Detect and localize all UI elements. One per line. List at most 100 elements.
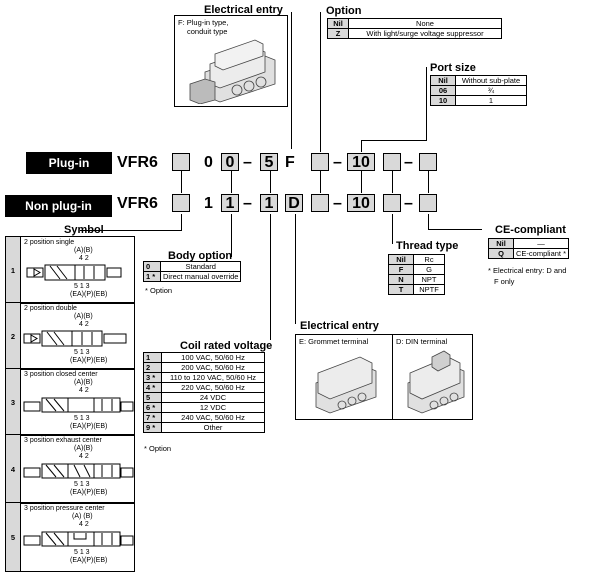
divider [392,335,393,419]
port-size-code: 10 [430,95,456,106]
symbol-top-ports: (A)(B) [74,445,93,452]
symbol-top-nums: 4 2 [79,521,89,528]
port-size-desc: 1 [455,95,527,106]
body-option-row: 1 *Direct manual override [143,271,242,282]
dash: – [243,195,252,212]
plug-in-coil-voltage-box[interactable]: 5 [260,153,278,171]
connector-line [361,140,427,141]
connector-line [428,171,429,193]
electrical-entry-f-caption-2: conduit type [187,27,228,36]
body-option-note: * Option [145,286,173,295]
thread-code: Nil [388,254,414,265]
valve-symbol-3pos-pressure [23,531,134,547]
non-plug-in-thread-type-box[interactable] [383,194,401,212]
option-code: Z [327,28,349,39]
coil-desc: 24 VDC [161,392,265,403]
option-code: Nil [327,18,349,29]
coil-desc: 100 VAC, 50/60 Hz [161,352,265,363]
coil-voltage-note: * Option [144,444,172,453]
thread-desc: Rc [413,254,445,265]
symbol-item: 2 2 position double (A)(B) 4 2 5 1 3 (EA… [5,302,135,370]
plug-in-label: Plug-in [26,152,112,174]
symbol-number: 2 [6,303,21,369]
plug-in-option-box[interactable] [311,153,329,171]
non-plug-in-body-option-box[interactable]: 1 [221,194,239,212]
coil-desc: 220 VAC, 50/60 Hz [161,382,265,393]
symbol-top-ports: (A) (B) [72,513,93,520]
plug-in-port-size-box[interactable]: 10 [347,153,375,171]
ce-code: Nil [488,238,514,249]
dash: – [404,154,413,171]
coil-voltage-row: 7 *240 VAC, 50/60 Hz [143,412,265,423]
plug-in-thread-type-box[interactable] [383,153,401,171]
coil-desc: 110 to 120 VAC, 50/60 Hz [161,372,265,383]
thread-type-title: Thread type [396,240,459,252]
non-plug-in-electrical-entry-box[interactable]: D [285,194,303,212]
non-plug-in-port-size-box[interactable]: 10 [347,194,375,212]
ce-row: Nil— [488,238,570,249]
valve-symbol-3pos-closed [23,397,134,413]
non-plug-in-symbol-box[interactable] [172,194,190,212]
connector-line [181,214,182,231]
coil-code: 5 [143,392,162,403]
symbol-title-text: 3 position closed center [24,371,98,378]
body-option-desc: Direct manual override [159,271,242,282]
thread-code: N [388,274,414,285]
plug-in-electrical-entry: F [285,154,295,171]
symbol-bottom-ports: (EA)(P)(EB) [70,489,108,496]
valve-symbol-3pos-exhaust [23,463,134,479]
symbol-top-nums: 4 2 [79,321,89,328]
option-desc: None [348,18,502,29]
plug-in-symbol-box[interactable] [172,153,190,171]
symbol-top-nums: 4 2 [79,255,89,262]
symbol-title-text: 2 position single [24,239,75,246]
ce-note: * Electrical entry: D and [488,266,567,275]
coil-desc: 12 VDC [161,402,265,413]
connector-line [80,230,182,231]
symbol-number: 5 [6,503,21,571]
coil-voltage-row: 9 *Other [143,422,265,433]
port-size-desc: ¾ [455,85,527,96]
plug-in-ce-box[interactable] [419,153,437,171]
symbol-top-nums: 4 2 [79,387,89,394]
symbol-number: 4 [6,435,21,503]
body-option-desc: Standard [159,261,242,272]
non-plug-in-fixed-digit: 1 [204,195,213,212]
body-option-code: 0 [143,261,161,272]
ce-desc: CE-compliant * [512,248,570,259]
coil-desc: 240 VAC, 50/60 Hz [161,412,265,423]
symbol-title-text: 2 position double [24,305,77,312]
connector-line [428,229,482,230]
connector-line [270,171,271,193]
din-valve-image [407,350,465,414]
symbol-bottom-ports: (EA)(P)(EB) [70,423,108,430]
non-plug-in-option-box[interactable] [311,194,329,212]
symbol-top-ports: (A)(B) [74,379,93,386]
non-plug-in-coil-voltage-box[interactable]: 1 [260,194,278,212]
electrical-entry-bottom-title: Electrical entry [300,320,379,332]
connector-line [291,12,292,149]
plug-in-valve-image-frame: F: Plug-in type, conduit type [174,15,288,107]
coil-code: 1 [143,352,162,363]
electrical-entry-f-caption: F: Plug-in type, [178,18,229,27]
electrical-entry-top-title: Electrical entry [204,4,283,16]
connector-line [361,171,362,193]
connector-line [392,171,393,193]
dash: – [333,195,342,212]
plug-in-body-option-box[interactable]: 0 [221,153,239,171]
grommet-caption: E: Grommet terminal [299,337,369,346]
dash: – [404,195,413,212]
valve-symbol-2pos-double [23,330,127,347]
symbol-top-ports: (A)(B) [74,247,93,254]
non-plug-in-ce-box[interactable] [419,194,437,212]
